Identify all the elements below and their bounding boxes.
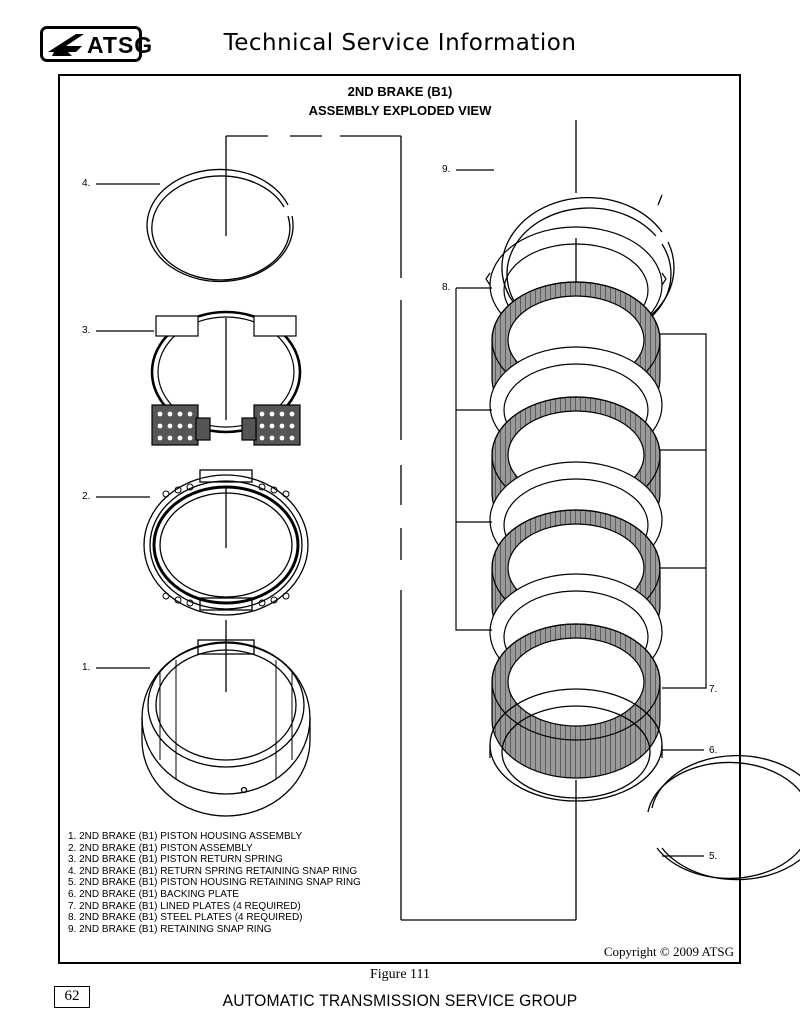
callout-7: 7. — [709, 684, 718, 695]
legend-item: 6. 2ND BRAKE (B1) BACKING PLATE — [68, 888, 239, 900]
diagram-title: 2ND BRAKE (B1) — [347, 84, 453, 99]
atsg-logo: ATSG — [40, 26, 152, 62]
callout-5: 5. — [709, 851, 718, 862]
jet-icon — [48, 34, 84, 56]
legend-item: 1. 2ND BRAKE (B1) PISTON HOUSING ASSEMBL… — [68, 831, 303, 842]
page-title: Technical Service Information — [223, 30, 577, 56]
logo-text: ATSG — [87, 32, 154, 58]
legend-item: 5. 2ND BRAKE (B1) PISTON HOUSING RETAINI… — [68, 877, 361, 889]
callout-6: 6. — [709, 745, 718, 756]
legend-item: 3. 2ND BRAKE (B1) PISTON RETURN SPRING — [68, 854, 283, 866]
part-3-return-spring — [150, 310, 302, 446]
callout-4: 4. — [82, 178, 91, 189]
callout-leaders — [96, 169, 707, 857]
legend-item: 8. 2ND BRAKE (B1) STEEL PLATES (4 REQUIR… — [68, 912, 303, 924]
part-2-piston — [143, 469, 309, 616]
lined-plate — [491, 623, 661, 779]
legend-item: 4. 2ND BRAKE (B1) RETURN SPRING RETAININ… — [68, 865, 358, 877]
callout-2: 2. — [82, 491, 91, 502]
footer-org: AUTOMATIC TRANSMISSION SERVICE GROUP — [222, 991, 578, 1010]
part-5-snap-ring — [647, 754, 800, 881]
callout-1: 1. — [82, 662, 91, 673]
figure-caption: Figure 111 — [369, 967, 430, 982]
parts-legend: 1. 2ND BRAKE (B1) PISTON HOUSING ASSEMBL… — [68, 831, 361, 935]
clutch-pack — [485, 226, 667, 779]
page-number: 62 — [54, 986, 90, 1008]
figure-frame — [58, 74, 741, 964]
callout-9: 9. — [442, 164, 451, 175]
connector-path — [225, 135, 576, 921]
legend-item: 9. 2ND BRAKE (B1) RETAINING SNAP RING — [68, 923, 272, 935]
callout-3: 3. — [82, 325, 91, 336]
diagram-subtitle: ASSEMBLY EXPLODED VIEW — [308, 103, 492, 118]
legend-item: 7. 2ND BRAKE (B1) LINED PLATES (4 REQUIR… — [68, 900, 301, 912]
part-6-backing-plate — [489, 688, 663, 802]
part-1-piston-housing — [141, 639, 311, 817]
part-4-snap-ring — [146, 168, 294, 283]
copyright: Copyright © 2009 ATSG — [603, 944, 734, 959]
callout-8: 8. — [442, 282, 451, 293]
legend-item: 2. 2ND BRAKE (B1) PISTON ASSEMBLY — [68, 842, 253, 854]
